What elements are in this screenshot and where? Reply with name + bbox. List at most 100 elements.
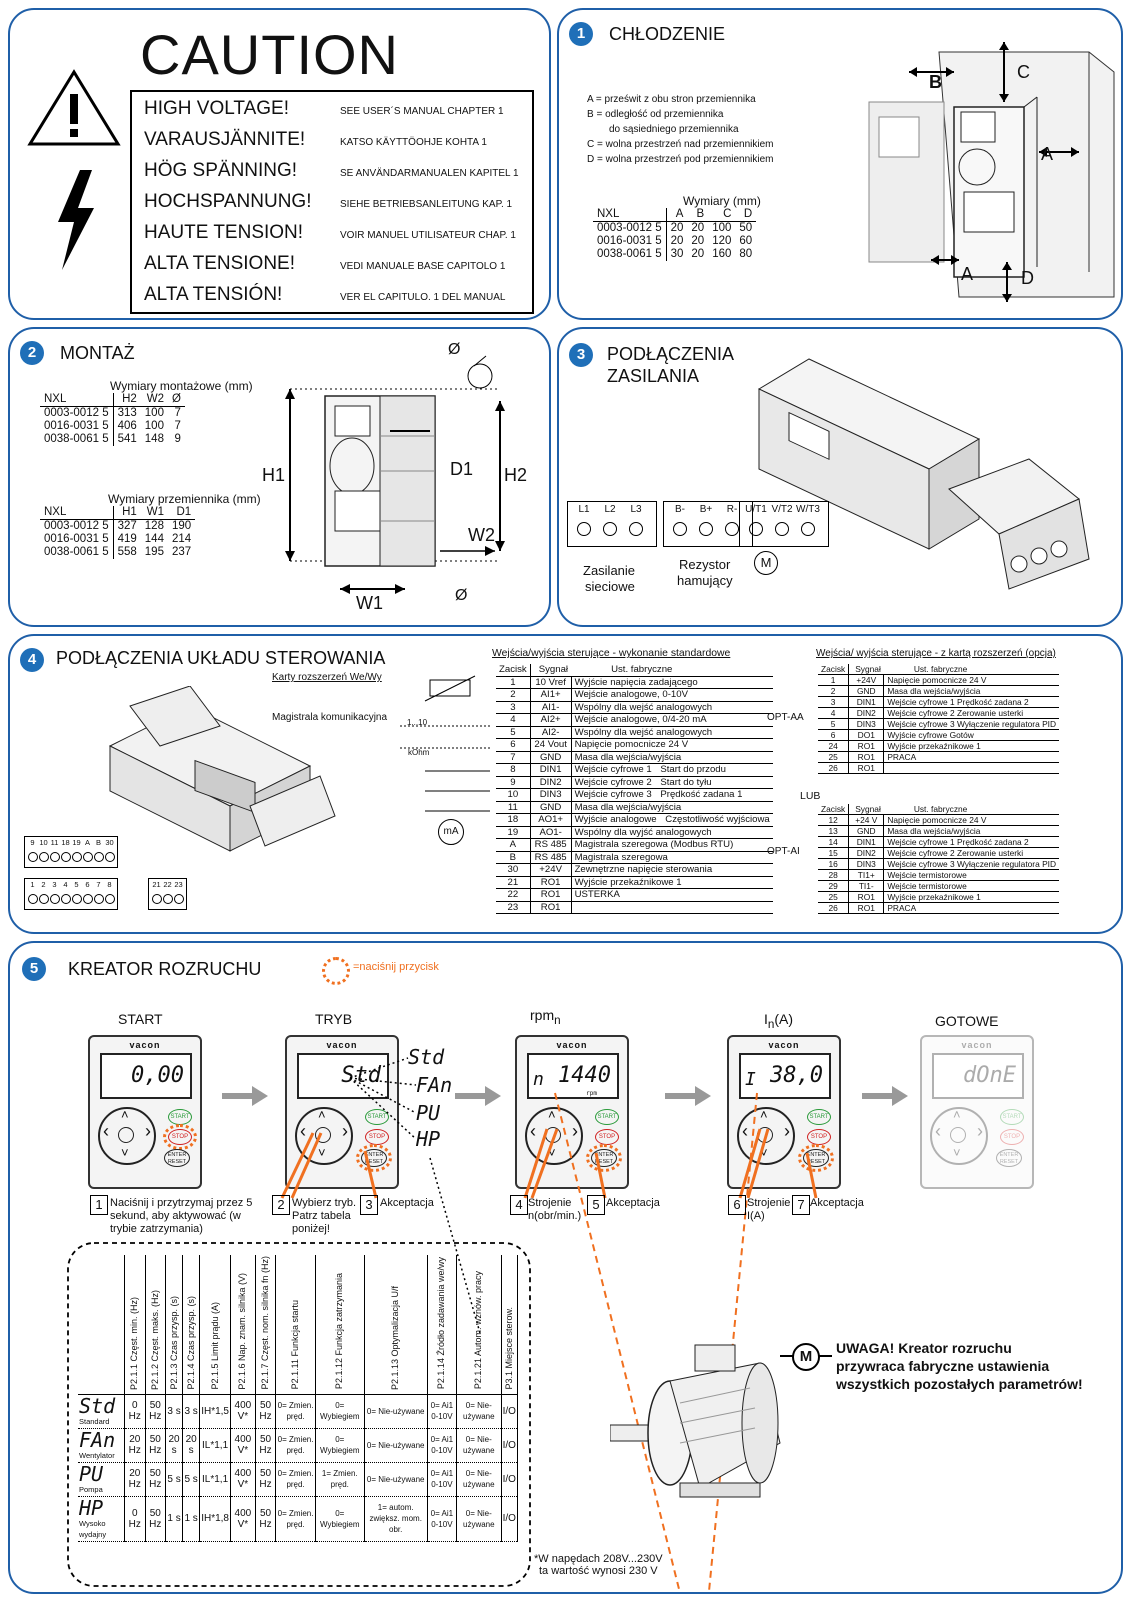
reset-label: RESET bbox=[594, 1159, 614, 1165]
reset-label: RESET bbox=[167, 1159, 187, 1165]
table-cell: 20 bbox=[691, 248, 705, 260]
arrow-down-icon[interactable]: ˅ bbox=[121, 1145, 129, 1160]
arrow-right-icon[interactable]: › bbox=[342, 1121, 348, 1141]
start-button[interactable]: START bbox=[1000, 1109, 1024, 1125]
ok-button[interactable] bbox=[950, 1127, 966, 1143]
signal-description: Wyjście cyfrowe Gotów bbox=[883, 729, 1060, 741]
arrow-up-icon[interactable]: ˄ bbox=[548, 1107, 556, 1122]
stop-button[interactable]: STOP bbox=[365, 1129, 389, 1145]
parameter-value: 1= autom. zwiększ. mom. obr. bbox=[364, 1496, 428, 1542]
stage-current-sub: n bbox=[767, 1017, 775, 1031]
ma-meter-icon: mA bbox=[438, 819, 464, 845]
table-header-cell: NXL bbox=[593, 208, 667, 222]
signal-description: USTERKA bbox=[571, 888, 773, 902]
signal-description: Masa dla wejścia/wyjścia bbox=[883, 685, 1060, 697]
step-number-box: 6 bbox=[728, 1195, 746, 1215]
arrow-up-icon[interactable]: ˄ bbox=[121, 1107, 129, 1122]
arrow-right-icon[interactable]: › bbox=[145, 1121, 151, 1141]
arrow-up-icon[interactable]: ˄ bbox=[318, 1107, 326, 1122]
parameter-value: 0= Zmien. pręd. bbox=[275, 1394, 316, 1429]
mode-code: HP bbox=[79, 1495, 104, 1520]
arrow-down-icon[interactable]: ˅ bbox=[318, 1145, 326, 1160]
signal-name: RS 485 bbox=[530, 838, 572, 852]
parameter-value: 50 Hz bbox=[255, 1496, 277, 1542]
hazard-manual-ref: SIEHE BETRIEBSANLEITUNG KAP. 1 bbox=[340, 199, 513, 210]
arrow-left-icon[interactable]: ‹ bbox=[530, 1121, 536, 1141]
mode-name: Wysoko wydajny bbox=[79, 1518, 107, 1539]
parameter-value: 50 Hz bbox=[145, 1428, 167, 1463]
terminal-screw-icon bbox=[28, 894, 38, 904]
parameter-value: 0 Hz bbox=[124, 1394, 146, 1429]
arrow-up-icon[interactable]: ˄ bbox=[953, 1107, 961, 1122]
cooling-panel: 1 CHŁODZENIE A = prześwit z obu stron pr… bbox=[557, 8, 1123, 320]
terminal-number: 29 bbox=[818, 880, 850, 892]
signal-description: Wejście cyfrowe 1 Prędkość zadana 2 bbox=[883, 696, 1060, 708]
expansion-cards-label: Karty rozszerzeń We/Wy bbox=[272, 672, 382, 683]
arrow-down-icon[interactable]: ˅ bbox=[953, 1145, 961, 1160]
terminal-screw-icon bbox=[105, 894, 115, 904]
stop-button[interactable]: STOP bbox=[163, 1124, 197, 1150]
table-header-row: P2.1.1 Częst. min. (Hz)P2.1.2 Częst. mak… bbox=[78, 1255, 519, 1395]
table-cell: 0016-0031 5 bbox=[44, 533, 109, 545]
navigation-ring[interactable]: ‹ › ˄ ˅ bbox=[930, 1107, 988, 1165]
display-value: dOnE bbox=[963, 1063, 1016, 1088]
arrow-right-icon[interactable]: › bbox=[784, 1121, 790, 1141]
dim-label-d1: D1 bbox=[450, 459, 474, 479]
enter-label: ENTER bbox=[806, 1152, 826, 1158]
start-button[interactable]: START bbox=[807, 1109, 831, 1125]
stop-button[interactable]: STOP bbox=[595, 1129, 619, 1145]
stop-button[interactable]: STOP bbox=[1000, 1129, 1024, 1145]
parameter-value: IL*1,1 bbox=[199, 1462, 231, 1497]
start-button[interactable]: START bbox=[595, 1109, 619, 1125]
signal-name: GND bbox=[848, 825, 885, 837]
mode-code: PU bbox=[79, 1461, 104, 1486]
dim-label-b: B bbox=[929, 72, 942, 92]
arrow-left-icon[interactable]: ‹ bbox=[300, 1121, 306, 1141]
parameter-value: 5 s bbox=[165, 1462, 184, 1497]
section-number-badge: 2 bbox=[20, 341, 44, 365]
terminal-screw-icon bbox=[72, 852, 82, 862]
mode-item-hp: HP bbox=[416, 1127, 441, 1151]
arrow-down-icon[interactable]: ˅ bbox=[760, 1145, 768, 1160]
signal-name: GND bbox=[848, 685, 885, 697]
arrow-right-icon[interactable]: › bbox=[977, 1121, 983, 1141]
arrow-up-icon[interactable]: ˄ bbox=[760, 1107, 768, 1122]
section-number-badge: 5 bbox=[22, 957, 46, 981]
navigation-ring[interactable]: ‹ › ˄ ˅ bbox=[98, 1107, 156, 1165]
signal-description: Wspólny dla wyjść analogowych bbox=[571, 826, 773, 839]
stop-button[interactable]: STOP bbox=[807, 1129, 831, 1145]
ok-button[interactable] bbox=[118, 1127, 134, 1143]
table-header-cell: H1 bbox=[112, 506, 141, 520]
legend-line: B = odległość od przemiennika bbox=[587, 109, 724, 120]
ok-button[interactable] bbox=[315, 1127, 331, 1143]
start-button[interactable]: START bbox=[365, 1109, 389, 1125]
dim-label-w2: W2 bbox=[468, 525, 495, 545]
arrow-right-icon[interactable]: › bbox=[572, 1121, 578, 1141]
arrow-left-icon[interactable]: ‹ bbox=[935, 1121, 941, 1141]
terminal-screw-icon bbox=[152, 894, 162, 904]
stage-rpm-text: rpm bbox=[530, 1007, 555, 1023]
signal-name: RO1 bbox=[530, 876, 572, 889]
wizard-warning-line2: przywraca fabryczne ustawienia bbox=[836, 1358, 1050, 1374]
vacon-logo: vacon bbox=[768, 1040, 800, 1050]
navigation-ring[interactable]: ‹ › ˄ ˅ bbox=[295, 1107, 353, 1165]
arrow-left-icon[interactable]: ‹ bbox=[742, 1121, 748, 1141]
start-button[interactable]: START bbox=[168, 1109, 192, 1125]
arrow-left-icon[interactable]: ‹ bbox=[103, 1121, 109, 1141]
parameter-value: 400 V* bbox=[230, 1462, 256, 1497]
section-title: MONTAŻ bbox=[60, 343, 135, 363]
terminal-label: L1 bbox=[578, 504, 590, 515]
arrow-down-icon[interactable]: ˅ bbox=[548, 1145, 556, 1160]
